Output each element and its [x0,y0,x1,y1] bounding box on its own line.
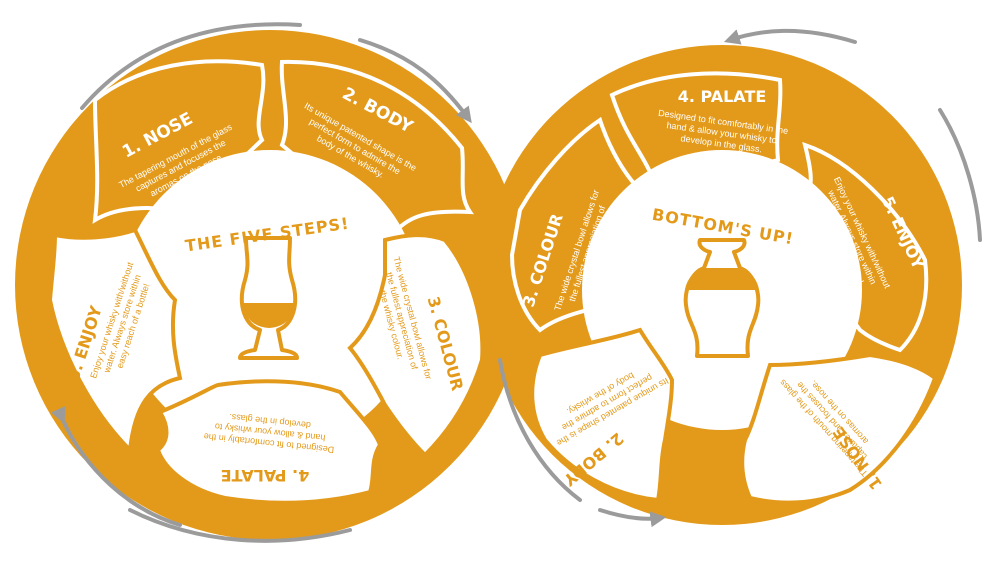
right-wheel: BOTTOM'S UP! 4. PALATE Designed to fit c… [482,45,962,525]
rotation-arrows [50,22,982,543]
nose-card-right [740,352,938,505]
arc-top-left [80,22,302,110]
glass-icon [238,236,299,360]
arc-bottom-center [128,508,352,543]
step-heading-palate: 4. PALATE [221,466,310,485]
body-card-right [530,327,675,503]
arc-bottom-left [50,405,182,527]
arrow-top-left [358,38,472,124]
step-heading-palate-right: 4. PALATE [678,87,767,106]
glass-upside-down-icon [683,238,761,358]
enjoy-card-left [47,227,183,455]
colour-card-left [347,233,485,458]
arc-bottom-right-left [498,358,582,502]
arrow-top-right [723,28,857,45]
left-wheel: THE FIVE STEPS! 1. NOSE The tapering mou… [15,30,525,540]
arc-right [938,108,982,242]
left-wheel-center [120,150,420,450]
arrow-bottom-right [598,508,667,528]
palate-card-left [155,379,383,505]
